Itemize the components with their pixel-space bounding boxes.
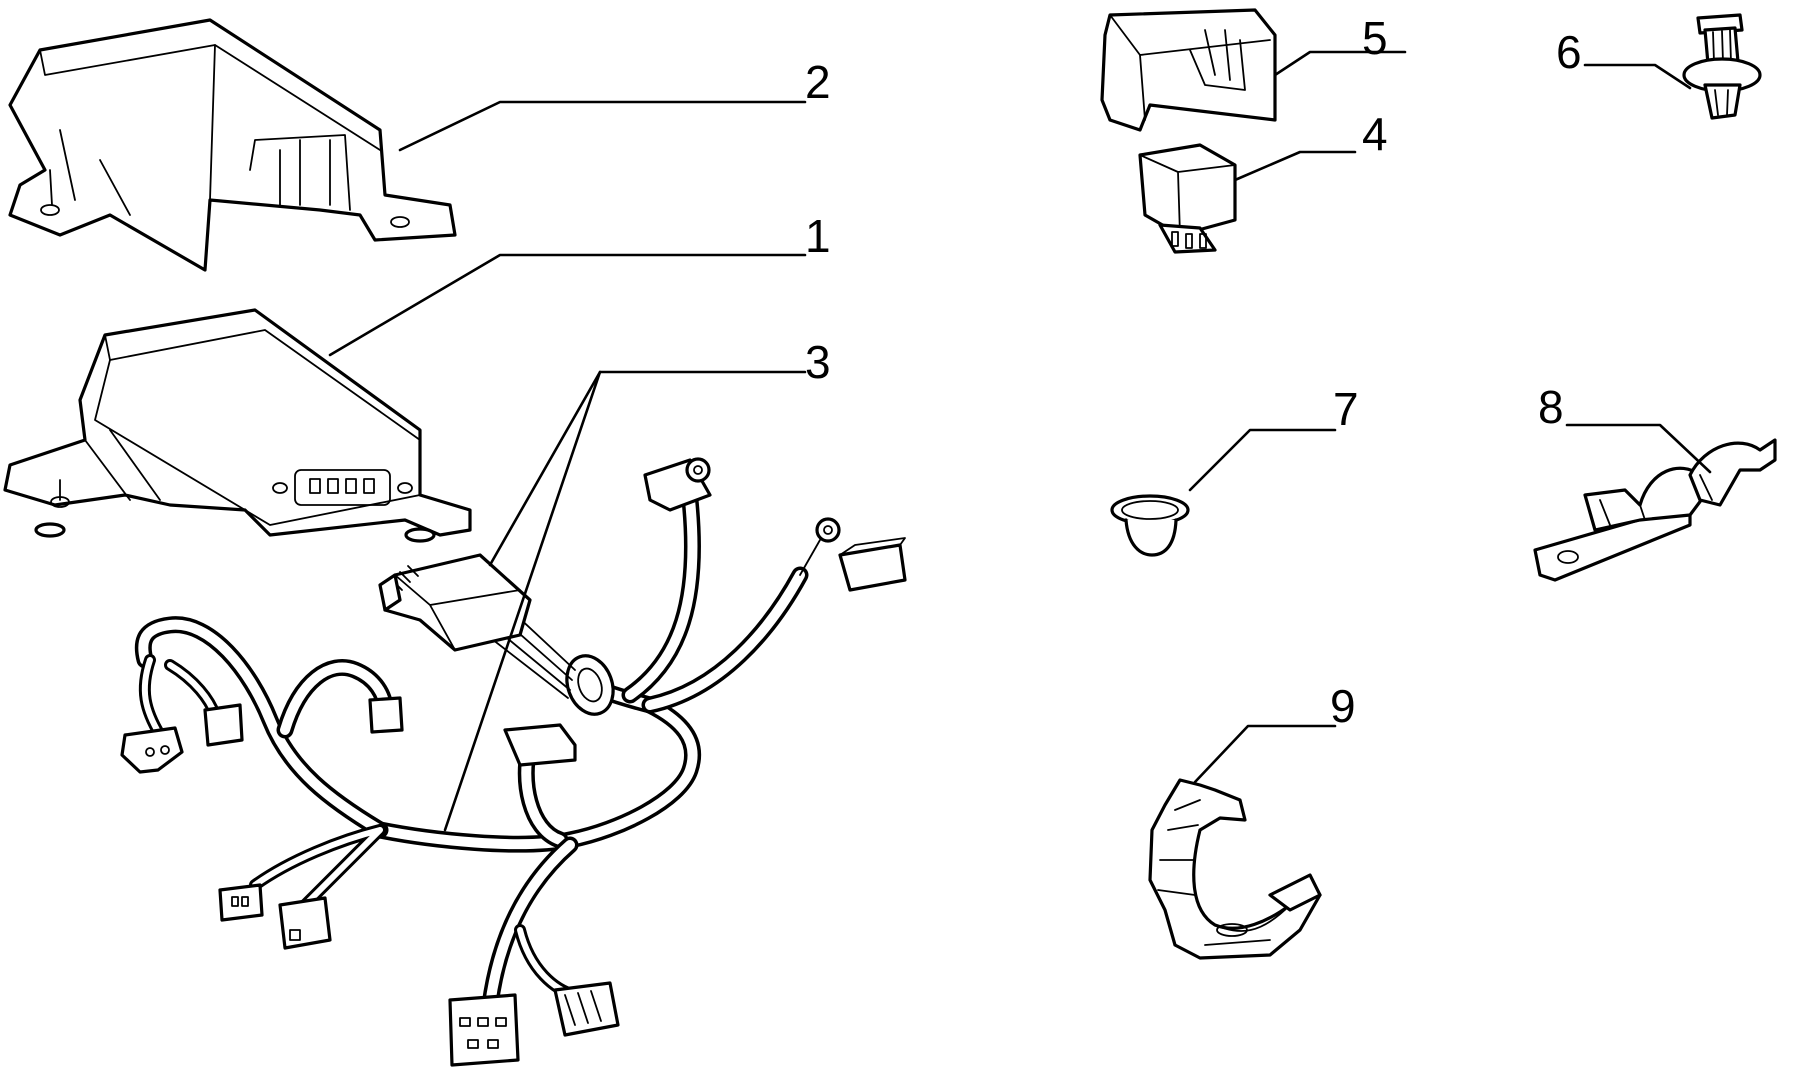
part-4-relay <box>1138 143 1237 254</box>
part-6-rivet-clip <box>1682 13 1762 120</box>
callout-label-8: 8 <box>1538 381 1564 433</box>
part-9-clip <box>1148 778 1322 960</box>
callout-numbers: 2 1 3 5 4 6 7 8 9 <box>805 12 1582 732</box>
callout-label-5: 5 <box>1362 12 1388 64</box>
callout-label-7: 7 <box>1333 383 1359 435</box>
callout-leader-lines <box>328 50 1712 832</box>
callout-label-4: 4 <box>1362 108 1388 160</box>
part-5-relay-cover <box>1100 8 1277 132</box>
callout-label-3: 3 <box>805 336 831 388</box>
part-1-control-unit <box>3 308 472 543</box>
callout-label-6: 6 <box>1556 26 1582 78</box>
callout-label-1: 1 <box>805 210 831 262</box>
part-8-cable-clamp <box>1533 438 1777 582</box>
part-3-wiring-harness <box>120 457 907 1067</box>
callout-label-9: 9 <box>1330 680 1356 732</box>
callout-label-2: 2 <box>805 56 831 108</box>
part-7-cap <box>1110 494 1190 557</box>
part-2-cover <box>8 18 457 272</box>
